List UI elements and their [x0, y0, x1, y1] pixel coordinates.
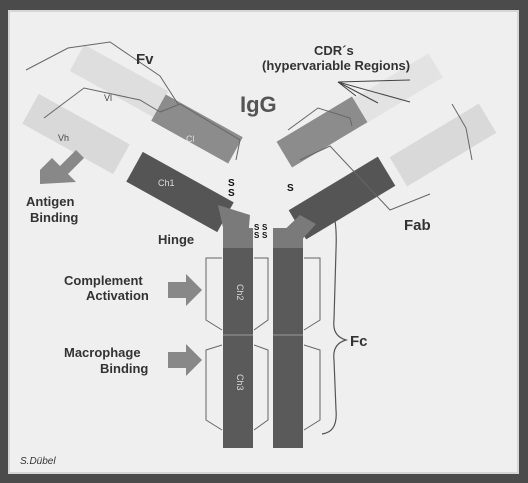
disulfide-bond-right: S	[287, 183, 294, 194]
heavy-chain-stem-right-hinge	[273, 228, 303, 250]
fv-label: Fv	[136, 51, 154, 68]
antigen-binding-label-1: Antigen	[26, 194, 74, 209]
ch3-label: Ch3	[235, 374, 245, 391]
complement-arrow	[168, 274, 202, 306]
cdr-label: CDR´s	[314, 43, 354, 58]
hinge-label: Hinge	[158, 232, 194, 247]
ch3-bracket-right-stem	[304, 345, 320, 430]
fc-label: Fc	[350, 333, 368, 350]
diagram-title: IgG	[240, 92, 277, 117]
cl-domain-left	[151, 95, 243, 164]
ch1-label: Ch1	[158, 178, 175, 188]
vh-domain-right	[390, 104, 497, 187]
vl-label: Vl	[104, 93, 112, 103]
antigen-binding-arrow	[40, 150, 84, 184]
heavy-chain-stem-left-hinge	[223, 228, 253, 250]
fc-brace	[322, 200, 346, 434]
ch1-domain-left	[126, 152, 233, 232]
cl-label: Cl	[186, 134, 195, 144]
cdr-subtitle-label: (hypervariable Regions)	[262, 58, 410, 73]
fab-label: Fab	[404, 217, 431, 234]
complement-label-1: Complement	[64, 273, 143, 288]
ch2-bracket-right-stem	[304, 258, 320, 330]
disulfide-bond-left-2: S	[228, 188, 235, 199]
ch2-bracket-right	[254, 258, 268, 330]
vh-label: Vh	[58, 133, 69, 143]
disulfide-hinge-4: S	[262, 231, 268, 240]
ch3-bracket-left	[206, 345, 222, 430]
macrophage-label-1: Macrophage	[64, 345, 141, 360]
ch2-label: Ch2	[235, 284, 245, 301]
macrophage-label-2: Binding	[100, 361, 148, 376]
ch3-bracket-right	[254, 345, 268, 430]
antigen-binding-label-2: Binding	[30, 210, 78, 225]
author-credit: S.Dübel	[20, 456, 56, 467]
disulfide-hinge-3: S	[254, 231, 260, 240]
cl-domain-right	[277, 96, 368, 167]
macrophage-arrow	[168, 344, 202, 376]
heavy-chain-stem-right	[273, 248, 303, 448]
ch2-bracket-left	[206, 258, 222, 330]
heavy-chain-stem-left	[223, 248, 253, 448]
complement-label-2: Activation	[86, 288, 149, 303]
